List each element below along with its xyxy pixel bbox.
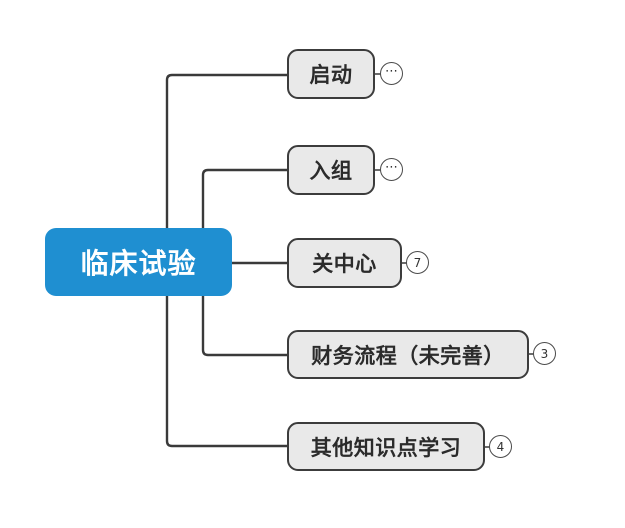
badge-label: 3 xyxy=(540,346,549,361)
branch-node-guanzhongxin[interactable]: 关中心 xyxy=(287,238,402,288)
branch-node-label: 其他知识点学习 xyxy=(310,435,462,460)
count-badge-qita[interactable]: 4 xyxy=(489,435,512,458)
branch-node-label: 财务流程（未完善） xyxy=(311,343,505,368)
badge-label: ⋯ xyxy=(385,63,398,79)
collapse-badge-ruzu[interactable]: ⋯ xyxy=(380,158,403,181)
branch-node-ruzu[interactable]: 入组 xyxy=(287,145,375,195)
root-node[interactable]: 临床试验 xyxy=(45,228,232,296)
badge-label: ⋯ xyxy=(385,159,398,175)
root-node-label: 临床试验 xyxy=(80,247,197,280)
branch-node-label: 启动 xyxy=(309,63,353,87)
badge-label: 4 xyxy=(496,439,505,454)
branch-node-label: 入组 xyxy=(309,159,353,183)
collapse-badge-qidong[interactable]: ⋯ xyxy=(380,62,403,85)
branch-node-qita[interactable]: 其他知识点学习 xyxy=(287,422,485,471)
count-badge-guanzhongxin[interactable]: 7 xyxy=(406,251,429,274)
branch-node-caiwu[interactable]: 财务流程（未完善） xyxy=(287,330,529,379)
branch-node-qidong[interactable]: 启动 xyxy=(287,49,375,99)
count-badge-caiwu[interactable]: 3 xyxy=(533,342,556,365)
badge-label: 7 xyxy=(413,255,422,270)
branch-node-label: 关中心 xyxy=(312,252,377,276)
